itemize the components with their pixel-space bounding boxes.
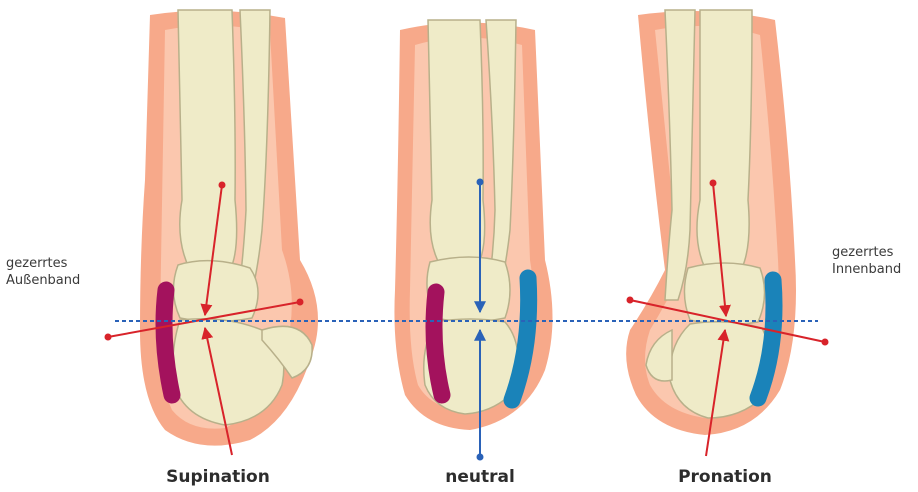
caption-supination: Supination bbox=[166, 467, 270, 487]
neutral-foot bbox=[394, 20, 552, 461]
left-label-line1: gezerrtes bbox=[6, 255, 80, 272]
outer-ligament-neutral bbox=[434, 292, 442, 395]
left-label-line2: Außenband bbox=[6, 272, 80, 289]
pronation-foot bbox=[626, 10, 828, 456]
right-label-line2: Innenband bbox=[832, 261, 901, 278]
caption-neutral: neutral bbox=[445, 467, 515, 487]
outer-ligament bbox=[164, 290, 172, 395]
supination-foot bbox=[105, 10, 319, 455]
left-ligament-label: gezerrtes Außenband bbox=[6, 255, 80, 289]
right-ligament-label: gezerrtes Innenband bbox=[832, 244, 901, 278]
right-label-line1: gezerrtes bbox=[832, 244, 901, 261]
caption-pronation: Pronation bbox=[678, 467, 772, 487]
